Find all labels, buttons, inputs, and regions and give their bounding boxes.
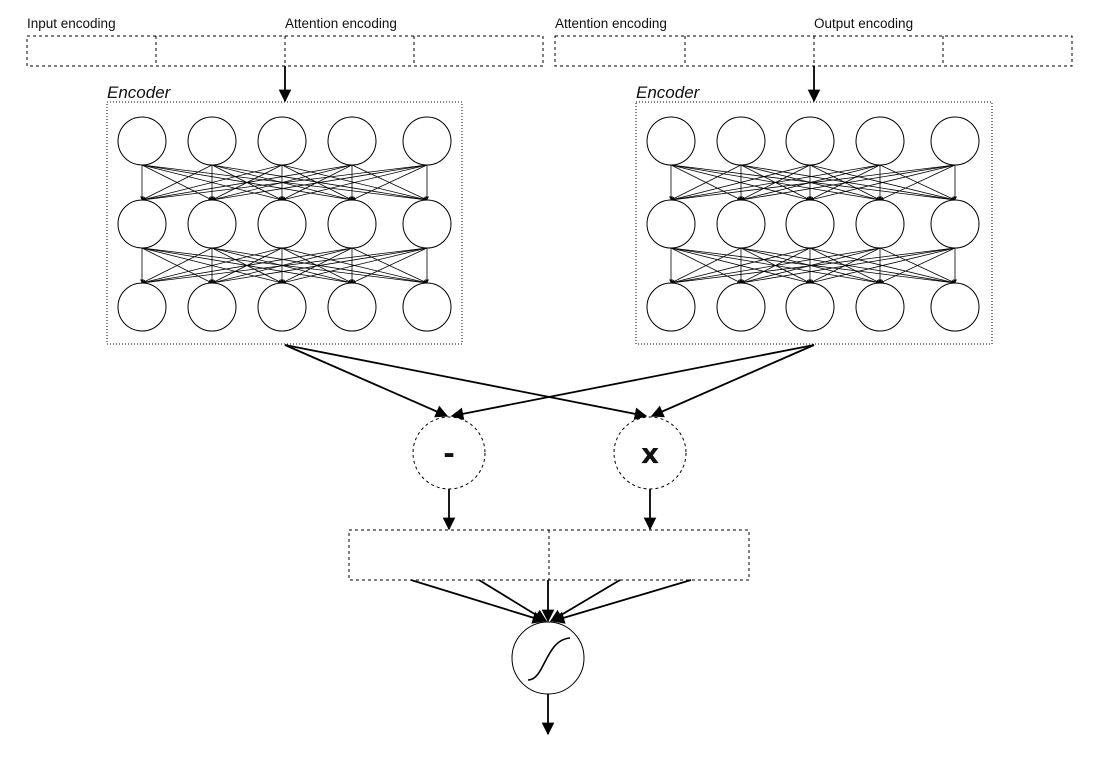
right-encoder: Encoder [635,83,993,345]
concatenated-vector [348,529,750,581]
neuron [187,199,237,249]
concat-to-sigmoid-arrow [410,579,546,624]
neuron [716,116,766,166]
neuron [930,116,980,166]
connection-edge [670,164,881,202]
connection-edge [670,164,956,202]
neuron [646,282,696,332]
neuron [716,282,766,332]
neuron [930,282,980,332]
neuron [646,199,696,249]
left-encoder-frame [106,101,463,345]
right-to-subtract-arrow [450,344,815,420]
connection-edge [740,164,956,202]
neuron [402,199,452,249]
neuron [187,282,237,332]
left-attention-label: Attention encoding [285,16,397,31]
connection-edge [281,164,353,201]
neuron [930,199,980,249]
right-output-label: Output encoding [814,16,913,31]
connection-edge [141,247,353,285]
sigmoid-circle [511,621,585,695]
neuron [402,116,452,166]
sigmoid-node [511,621,585,695]
connection-edge [141,247,283,285]
left-to-subtract-arrow [284,344,449,418]
neuron [402,282,452,332]
connection-edge [809,164,956,202]
neuron [117,116,167,166]
connection-edge [740,247,956,285]
left-to-multiply-arrow [284,344,648,420]
neuron [785,116,835,166]
connection-edge [670,164,811,202]
connection-edge [281,164,428,202]
neuron [327,282,377,332]
right-to-multiply-arrow [650,344,815,418]
neuron [257,282,307,332]
right-encoder-network [646,116,980,332]
subtract-symbol: - [443,437,455,470]
connection-edge [670,247,881,285]
neuron [646,116,696,166]
connection-edge [809,247,956,285]
concat-to-sigmoid-arrow [478,579,548,622]
neuron [117,282,167,332]
neuron [327,199,377,249]
multiply-symbol: x [641,437,659,470]
connection-edge [141,164,213,201]
multiply-node: x [613,416,687,490]
connection-edge [670,164,742,201]
connection-edge [141,247,213,284]
connection-edge [809,164,881,201]
connection-edge [351,164,428,201]
left-input-vector: Input encoding Attention encoding [26,16,544,67]
connection-edge [281,247,428,285]
connection-edge [879,247,956,284]
connection-edge [141,164,428,202]
connection-edge [141,164,283,202]
connection-edge [211,164,428,202]
concat-to-sigmoid-arrow [549,579,621,622]
neuron [327,116,377,166]
connection-edge [670,247,811,285]
right-encoder-title: Encoder [636,83,701,102]
neuron [257,116,307,166]
neuron [785,199,835,249]
connection-edge [351,247,428,284]
neuron [855,116,905,166]
left-input-label: Input encoding [27,16,116,31]
neuron [257,199,307,249]
neuron [785,282,835,332]
connection-edge [211,247,428,285]
connection-edge [141,164,353,202]
neuron [855,282,905,332]
neuron [117,199,167,249]
right-attention-label: Attention encoding [555,16,667,31]
concat-to-sigmoid-arrow [551,579,692,624]
left-encoder-title: Encoder [107,83,172,102]
subtract-node: - [412,416,486,490]
right-input-vector: Attention encoding Output encoding [554,16,1073,67]
right-encoder-frame [635,101,993,345]
neuron [187,116,237,166]
connection-edge [281,247,353,284]
connection-edge [879,164,956,201]
neuron [716,199,766,249]
connection-edge [809,247,881,284]
connection-edge [670,247,742,284]
connection-edge [670,247,956,285]
sigmoid-icon [527,637,571,681]
left-encoder: Encoder [106,83,463,345]
left-encoder-network [117,116,452,332]
connection-edge [141,247,428,285]
neuron [855,199,905,249]
